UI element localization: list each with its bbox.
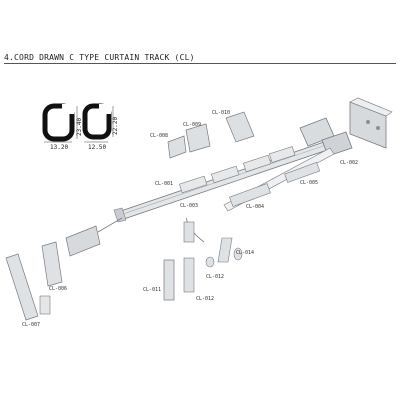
wall-bracket-cl006 [41, 241, 63, 287]
label-cl003: CL-003 [180, 203, 199, 209]
label-cl004: CL-004 [246, 204, 265, 210]
profile-right-height: 22.20 [112, 116, 119, 135]
bracket-cl008 [167, 135, 187, 159]
label-cl010: CL-010 [212, 110, 231, 116]
label-cl008: CL-008 [150, 133, 169, 139]
profile-left-height: 23.40 [76, 117, 83, 136]
profile-right [82, 103, 114, 143]
section-title: 4.CORD DRAWN C TYPE CURTAIN TRACK (CL) [4, 53, 195, 62]
label-cl007: CL-007 [22, 322, 41, 328]
bracket-cl010 [225, 111, 255, 143]
label-cl001: CL-001 [155, 181, 174, 187]
cord-weight-cl012 [183, 217, 205, 293]
pull-rod-cl011 [163, 259, 175, 301]
end-bracket-cl002 [299, 97, 393, 157]
label-cl009: CL-009 [183, 122, 202, 128]
bracket-cl009 [185, 123, 211, 153]
wall-bracket-cl007 [5, 253, 51, 321]
cord-pulley-cl014 [205, 237, 243, 268]
profile-left-width: 13.20 [50, 144, 69, 151]
end-cap-left [65, 217, 123, 257]
label-cl006: CL-006 [49, 286, 68, 292]
cord-rail-cl005 [223, 147, 335, 212]
label-cl002: CL-002 [340, 160, 359, 166]
label-cl011: CL-011 [143, 287, 162, 293]
title-divider [4, 63, 396, 64]
label-cl012-upper: CL-012 [206, 274, 225, 280]
profile-right-width: 12.50 [88, 144, 107, 151]
label-cl005: CL-005 [300, 180, 319, 186]
label-cl014: CL-014 [236, 250, 255, 256]
runners-cl003 [179, 146, 296, 194]
label-cl012-lower: CL-012 [196, 296, 215, 302]
profile-left [42, 103, 78, 143]
